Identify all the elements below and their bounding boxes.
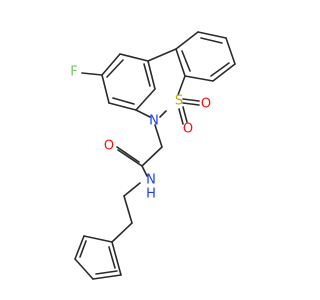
bond bbox=[147, 48, 177, 62]
bond bbox=[112, 97, 135, 105]
bond bbox=[123, 182, 141, 197]
bond bbox=[108, 102, 137, 111]
bond bbox=[106, 59, 124, 78]
bond bbox=[111, 222, 133, 243]
bond bbox=[74, 235, 85, 260]
bond bbox=[159, 110, 167, 118]
bond bbox=[79, 240, 87, 258]
bond bbox=[101, 74, 110, 104]
sulfonyl-oxygen-label-1: O bbox=[201, 97, 211, 112]
bond bbox=[143, 63, 151, 87]
bond bbox=[101, 53, 121, 76]
bond bbox=[119, 53, 149, 62]
amide-nitrogen-label: N bbox=[146, 173, 156, 188]
bond bbox=[135, 88, 156, 111]
bond bbox=[123, 195, 133, 224]
bond bbox=[178, 108, 184, 125]
bond bbox=[184, 75, 214, 82]
bond bbox=[177, 75, 186, 96]
sulfur-atom-label: S bbox=[175, 94, 183, 109]
bond bbox=[212, 63, 236, 82]
molecule-structure: F S O O N O N H bbox=[70, 31, 236, 280]
bond bbox=[200, 37, 223, 44]
fluorine-atom-label: F bbox=[70, 65, 77, 80]
bond bbox=[116, 146, 140, 163]
bond bbox=[111, 241, 122, 276]
bond bbox=[74, 258, 94, 280]
bond bbox=[147, 60, 156, 90]
bond bbox=[225, 37, 236, 65]
bond bbox=[92, 274, 122, 280]
bond bbox=[210, 62, 230, 77]
bond bbox=[135, 109, 151, 118]
bond bbox=[175, 48, 186, 77]
bond bbox=[83, 235, 113, 243]
amide-hydrogen-label: H bbox=[146, 187, 156, 202]
ring-nitrogen-label: N bbox=[149, 114, 159, 129]
bond bbox=[154, 124, 163, 148]
bond bbox=[182, 102, 200, 106]
bond bbox=[141, 165, 148, 177]
bond bbox=[181, 50, 191, 72]
bond bbox=[141, 146, 163, 167]
bond bbox=[197, 31, 227, 39]
bond bbox=[95, 270, 118, 275]
bond bbox=[182, 106, 188, 123]
sulfonyl-oxygen-label-2: O bbox=[183, 122, 193, 137]
bond bbox=[81, 72, 103, 76]
bond bbox=[182, 98, 200, 102]
bond bbox=[175, 31, 199, 50]
bonds bbox=[74, 31, 236, 280]
carbonyl-oxygen-label: O bbox=[104, 139, 114, 154]
bond bbox=[108, 246, 116, 269]
bond bbox=[117, 149, 143, 167]
